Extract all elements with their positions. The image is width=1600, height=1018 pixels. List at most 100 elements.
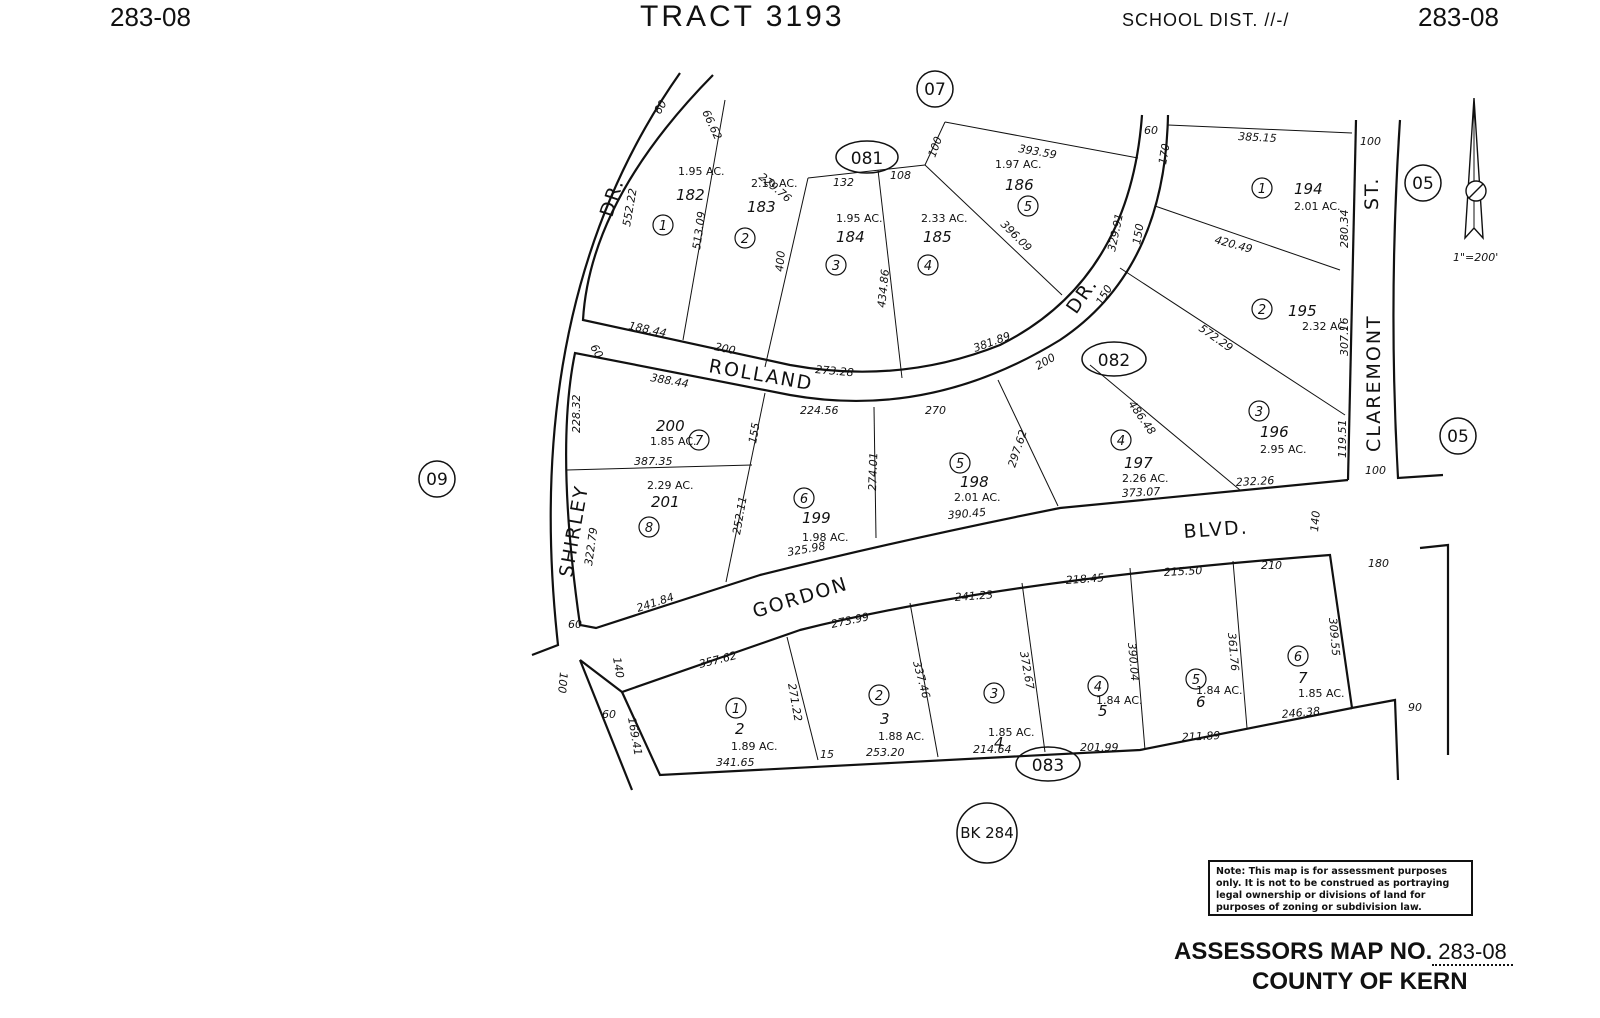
dimension-label: 119.51: [1336, 420, 1349, 459]
map-ref-left: 283-08: [110, 2, 191, 32]
dimension-label: 100: [926, 135, 945, 159]
section-05a-outline: [1404, 164, 1442, 202]
dimension-label: 132: [833, 176, 854, 189]
parcel-circle-195: [1251, 298, 1273, 320]
parcel-circle-number-3: 2: [875, 689, 883, 704]
dimension-label: 241.23: [954, 588, 993, 604]
parcel-number-200: 200: [656, 417, 685, 435]
section-082-outline: [1081, 341, 1147, 377]
parcel-number-3: 3: [880, 710, 890, 728]
parcel-circle-183: [734, 227, 756, 249]
parcel-circle-number-195: 2: [1258, 303, 1266, 318]
dimension-label: 309.55: [1326, 617, 1342, 656]
claremont-east-edge: [1392, 119, 1444, 480]
parcel-acreage-196: 2.95 AC.: [1260, 443, 1307, 456]
dimension-label: 211.89: [1181, 729, 1220, 744]
parcel-acreage-6: 1.84 AC.: [1196, 684, 1243, 697]
parcel-circle-199: [793, 487, 815, 509]
parcel-number-201: 201: [651, 493, 680, 511]
street-gordon-blvd: BLVD.: [1183, 516, 1250, 542]
dimension-label: 357.62: [698, 649, 739, 671]
parcel-circle-number-201: 8: [645, 521, 653, 536]
parcel-circle-185: [917, 254, 939, 276]
dimension-label: 60: [651, 98, 669, 117]
dimension-label: 246.38: [1281, 705, 1320, 721]
dimension-label: 214.64: [973, 743, 1012, 756]
school-district: SCHOOL DIST. //-/: [1122, 10, 1290, 30]
parcel-circle-182: [652, 214, 674, 236]
parcel-number-186: 186: [1005, 176, 1034, 194]
parcel-number-2: 2: [735, 720, 745, 738]
dimension-label: 325.98: [786, 539, 826, 558]
dimension-label: 218.45: [1065, 571, 1104, 587]
parcel-circle-number-5: 4: [1094, 680, 1102, 695]
dimension-label: 140: [610, 656, 626, 679]
dimension-label: 200: [713, 340, 736, 357]
dimension-label: 420.49: [1213, 233, 1254, 256]
dimension-label: 273.28: [815, 363, 854, 379]
dimension-label: 252.11: [730, 495, 749, 535]
parcel-acreage-184: 1.95 AC.: [836, 212, 883, 225]
parcel-number-194: 194: [1294, 180, 1323, 198]
dimension-label: 337.46: [910, 659, 933, 700]
parcel-acreage-194: 2.01 AC.: [1294, 200, 1341, 213]
parcel-circle-number-184: 3: [832, 259, 840, 274]
parcel-circle-194: [1251, 177, 1273, 199]
scale-label: 1"=200': [1453, 251, 1498, 264]
dimension-label: 297.62: [1005, 428, 1029, 469]
parcel-number-197: 197: [1124, 454, 1153, 472]
section-081-outline: [835, 140, 899, 174]
parcel-circle-number-194: 1: [1258, 182, 1266, 197]
parcel-acreage-199: 1.98 AC.: [802, 531, 849, 544]
parcel-number-195: 195: [1288, 302, 1317, 320]
parcel-number-199: 199: [802, 509, 831, 527]
parcel-circle-3: [868, 684, 890, 706]
parcel-circle-196: [1248, 400, 1270, 422]
dimension-label: 60: [568, 618, 582, 631]
dimension-label: 170: [1156, 143, 1172, 166]
assessment-note: Note: This map is for assessment purpose…: [1208, 860, 1473, 916]
parcel-number-4: 4: [994, 734, 1004, 752]
parcel-acreage-197: 2.26 AC.: [1122, 472, 1169, 485]
dimension-label: 572.29: [1196, 322, 1235, 355]
parcel-circle-2: [725, 697, 747, 719]
section-09-outline: [418, 460, 456, 498]
parcel-circle-number-183: 2: [741, 232, 749, 247]
dimension-label: 241.84: [635, 591, 676, 615]
street-lines: [531, 72, 1450, 791]
dimension-label: 60: [602, 708, 616, 721]
parcel-acreage-186: 1.97 AC.: [995, 158, 1042, 171]
parcel-circle-201: [638, 516, 660, 538]
south-block-bottom: [620, 691, 1353, 777]
dimension-label: 155: [746, 422, 762, 445]
dimension-label: 274.01: [866, 452, 880, 491]
parcel-acreage-2: 1.89 AC.: [731, 740, 778, 753]
parcel-circle-number-196: 3: [1255, 405, 1263, 420]
map-number-line: ASSESSORS MAP NO.283-08: [1174, 938, 1513, 966]
dimension-label: 15: [820, 748, 834, 761]
parcel-circle-number-7: 6: [1294, 650, 1302, 665]
parcel-circle-6: [1185, 668, 1207, 690]
street-claremont: CLAREMONT: [1363, 314, 1385, 452]
dimension-label: 108: [890, 169, 911, 182]
dimension-label: 361.76: [1225, 632, 1241, 671]
dimension-label: 100: [1365, 464, 1386, 477]
dimension-label: 373.07: [1121, 485, 1160, 500]
parcel-number-184: 184: [836, 228, 865, 246]
dimension-label: 390.04: [1125, 642, 1141, 681]
parcel-number-196: 196: [1260, 423, 1289, 441]
parcel-circle-number-6: 5: [1192, 673, 1200, 688]
section-083-outline: [1015, 746, 1081, 782]
map-title: TRACT 3193: [640, 0, 845, 33]
north-block-edge: [581, 74, 1144, 373]
dimension-label: 201.99: [1080, 741, 1119, 754]
section-081: 081: [851, 149, 883, 169]
shirley-outer-edge: [531, 72, 681, 657]
dimension-label: 180: [1368, 557, 1389, 570]
section-083: 083: [1032, 756, 1064, 776]
section-05b-outline: [1439, 417, 1477, 455]
map-ref-right: 283-08: [1418, 2, 1499, 32]
claremont-west-edge: [1346, 119, 1358, 481]
book-284: BK 284: [960, 824, 1014, 842]
